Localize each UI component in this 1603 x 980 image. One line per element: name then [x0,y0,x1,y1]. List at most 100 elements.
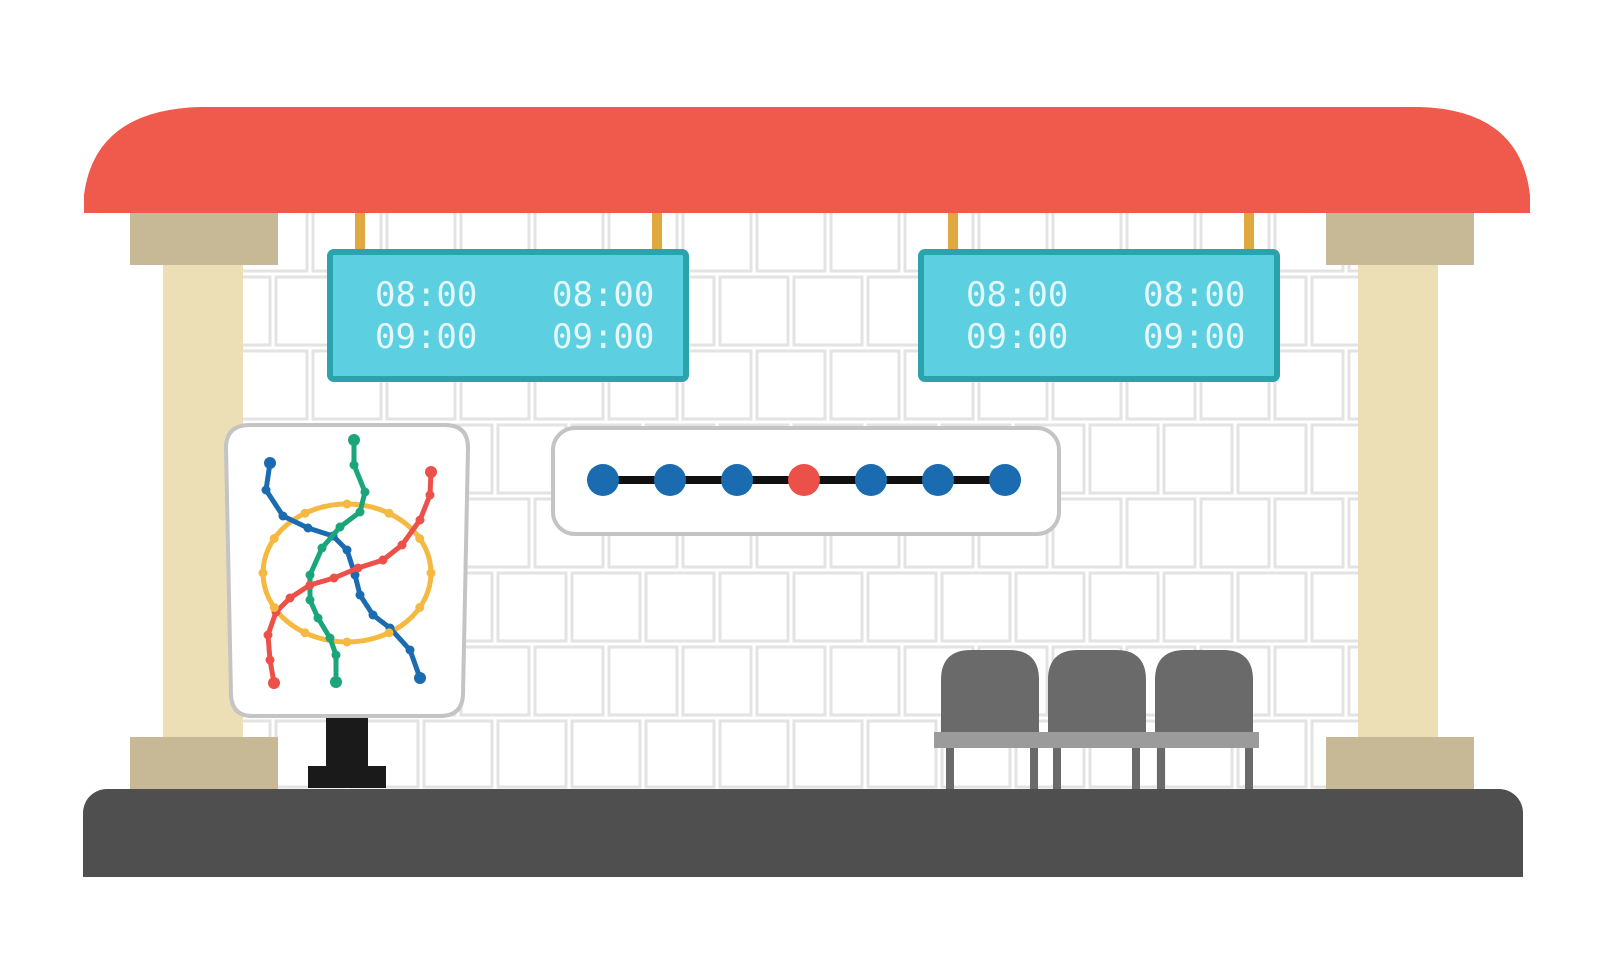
metro-station-dot [353,563,363,573]
metro-station-dot [378,555,388,565]
metro-station-dot [397,540,407,550]
metro-station-dot [426,568,436,578]
wall-brick [1236,423,1308,495]
bench-seat [941,650,1039,735]
wall-brick [681,349,753,421]
board-1-row-1-right: 08:00 [552,275,654,315]
metro-station-dot [305,595,315,605]
metro-station-dot [342,545,352,555]
wall-brick [496,719,568,789]
wall-brick [1088,571,1160,643]
metro-station-dot [415,534,425,543]
bench-leg [1245,745,1253,792]
metro-station-dot [415,515,425,525]
wall-brick [718,719,790,789]
line-indicator-icon [551,426,1061,536]
metro-station-dot [330,676,342,688]
metro-station-dot [355,590,365,600]
metro-station-dot [278,511,288,521]
metro-station-dot [268,677,280,689]
wall-brick [1162,571,1234,643]
metro-station-dot [355,507,365,517]
metro-map-icon [223,423,471,788]
metro-station-dot [331,650,341,660]
wall-brick [1088,423,1160,495]
wall-brick [570,719,642,789]
board-2-row-1-right: 08:00 [1143,275,1245,315]
wall-brick [1051,497,1123,569]
line-stops [587,464,1021,496]
line-stop [989,464,1021,496]
wall-brick [681,645,753,717]
metro-station-dot [329,573,339,583]
wall-brick [1273,645,1345,717]
board-1-row-2-right: 09:00 [552,317,654,357]
wall-brick [1273,497,1345,569]
metro-station-dot [405,645,415,655]
board-1-row-2-left: 09:00 [375,317,477,357]
wall-brick [718,275,790,347]
metro-station-dot [384,508,394,518]
metro-lines [258,434,437,689]
right-pillar [1326,205,1474,792]
metro-station-dot [342,637,352,647]
bench-leg [946,745,954,792]
departure-board-icon: 08:00 08:00 09:00 09:00 [327,249,689,382]
board-2-row-2-left: 09:00 [966,317,1068,357]
metro-station-dot [263,630,273,640]
metro-station-dot [368,610,378,620]
line-stop [587,464,619,496]
wall-brick [829,349,901,421]
current-stop [788,464,820,496]
station-roof [84,107,1530,213]
bench-leg [1132,745,1140,792]
wall-brick [422,719,494,789]
wall-brick [940,571,1012,643]
wall-brick [792,571,864,643]
bench-leg [1030,745,1038,792]
map-stand-post [326,712,368,772]
metro-station-dot [425,466,437,478]
departure-board-right [918,249,1280,382]
metro-station-dot [305,570,315,580]
wall-brick [644,719,716,789]
metro-station-dot [303,523,313,533]
line-stop [654,464,686,496]
wall-brick [829,645,901,717]
map-stand-base [308,766,386,788]
line-stop [855,464,887,496]
bench-leg [1053,745,1061,792]
metro-station-dot [425,490,435,500]
line-stop [721,464,753,496]
wall-brick [533,645,605,717]
platform-floor-bottom [83,840,1523,877]
metro-station-dot [269,534,279,543]
metro-station-dot [348,434,360,446]
metro-station-dot [285,593,295,603]
metro-station-dot [415,603,425,612]
wall-brick [792,719,864,789]
wall-brick [866,571,938,643]
wall-brick [1014,571,1086,643]
metro-station-dot [349,460,359,470]
metro-station-dot [342,499,352,509]
bench-seat [1155,650,1253,735]
departure-board-left [327,249,689,382]
board-2-row-2-right: 09:00 [1143,317,1245,357]
wall-brick [718,571,790,643]
bench-leg [1157,745,1165,792]
wall-brick [496,571,568,643]
departure-board-icon: 08:00 08:00 09:00 09:00 [918,249,1280,382]
wall-brick [1236,719,1308,789]
line-stop [922,464,954,496]
metro-station-dot [335,522,345,532]
wall-brick [866,719,938,789]
wall-brick [1199,497,1271,569]
board-hangers [355,213,1254,253]
metro-station-dot [384,628,394,638]
metro-station-dot [300,508,310,518]
metro-station-dot [258,568,268,578]
metro-station-dot [269,603,279,612]
metro-station-dot [414,672,426,684]
metro-station-dot [265,655,275,665]
